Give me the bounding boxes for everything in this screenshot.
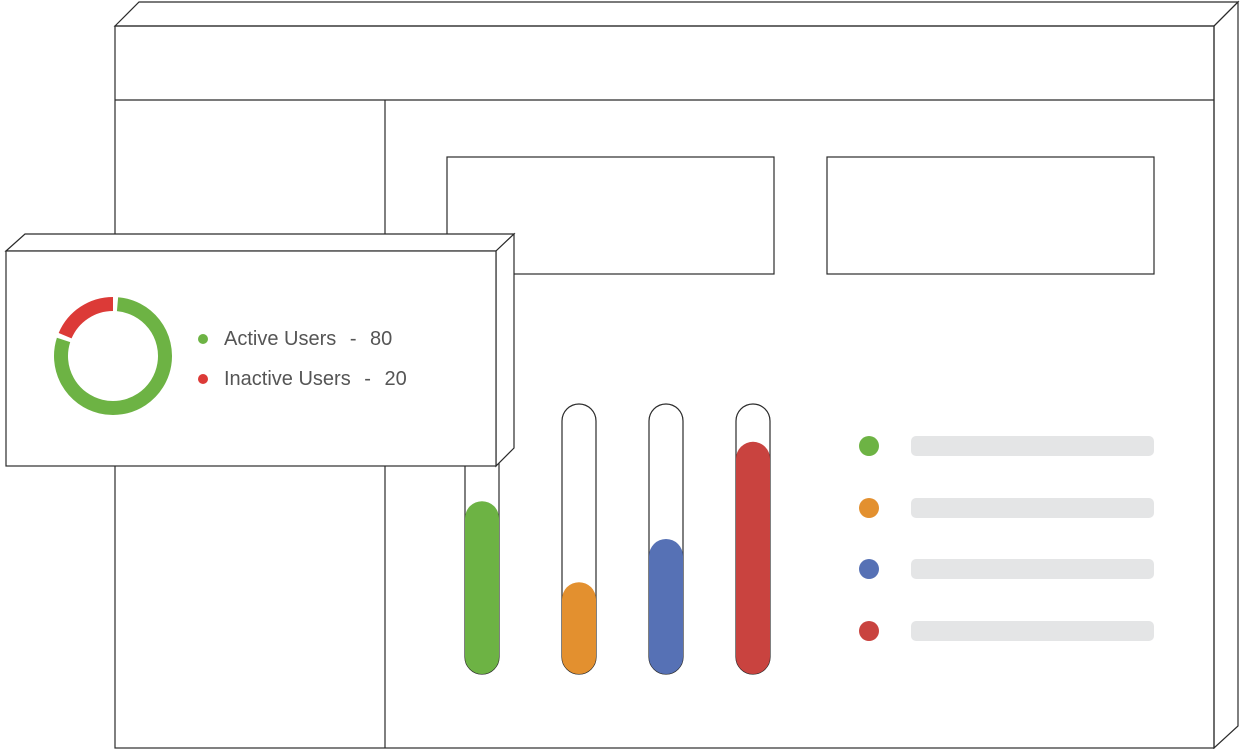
window-top-face — [113, 1, 1240, 27]
legend-dot — [859, 436, 879, 456]
tube-bar-fill — [736, 441, 770, 674]
active-users-separator: - — [350, 328, 357, 350]
popup-front-face — [5, 250, 497, 467]
tube-bar-fill — [562, 582, 596, 674]
inactive-users-label: Inactive Users - 20 — [224, 368, 407, 390]
user-status-popup: Active Users - 80 Inactive Users - 20 — [4, 232, 516, 468]
user-donut-chart — [54, 297, 172, 415]
legend-dot — [859, 621, 879, 641]
active-users-value: 80 — [370, 328, 392, 350]
donut-slice-inactive — [58, 297, 114, 339]
inactive-users-text: Inactive Users — [224, 368, 351, 390]
legend-placeholder-bar — [911, 559, 1154, 579]
inactive-users-separator: - — [364, 368, 371, 390]
inactive-users-value: 20 — [385, 368, 407, 390]
legend-placeholder-bar — [911, 621, 1154, 641]
legend-placeholder-bar — [911, 436, 1154, 456]
legend-placeholder-bar — [911, 498, 1154, 518]
active-users-text: Active Users — [224, 328, 336, 350]
active-users-dot — [198, 334, 208, 344]
tube-bar-fill — [649, 539, 683, 674]
legend-dot — [859, 498, 879, 518]
content-card-left — [446, 156, 775, 275]
content-card-right — [826, 156, 1155, 275]
tube-bar-fill — [465, 501, 499, 674]
inactive-users-dot — [198, 374, 208, 384]
donut-slice-active — [54, 297, 172, 415]
popup-side-face — [495, 232, 515, 468]
active-users-label: Active Users - 80 — [224, 328, 392, 350]
popup-top-face — [4, 233, 516, 252]
legend-list — [859, 436, 1154, 641]
popup-legend: Active Users - 80 Inactive Users - 20 — [198, 328, 407, 390]
window-side-face — [1213, 0, 1239, 749]
legend-dot — [859, 559, 879, 579]
tube-bar-chart — [464, 403, 771, 675]
